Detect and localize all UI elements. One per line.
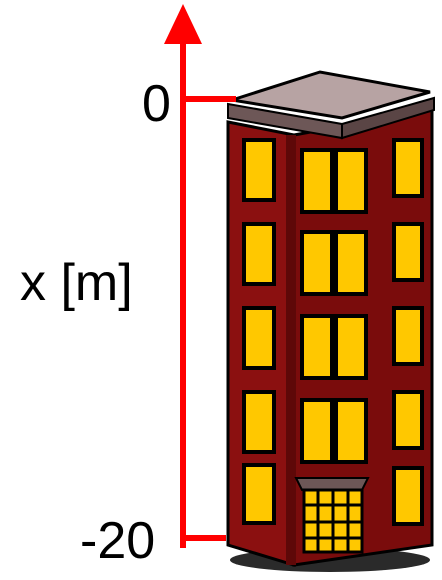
tick-label-top: 0 [142, 75, 171, 133]
building-entrance-door [302, 488, 364, 554]
x-axis [164, 4, 236, 548]
building-windows [242, 138, 424, 526]
apartment-building-icon [226, 70, 435, 572]
x-axis-arrowhead [164, 4, 202, 44]
axis-label: x [m] [20, 254, 133, 312]
tick-label-bottom: -20 [80, 512, 156, 570]
